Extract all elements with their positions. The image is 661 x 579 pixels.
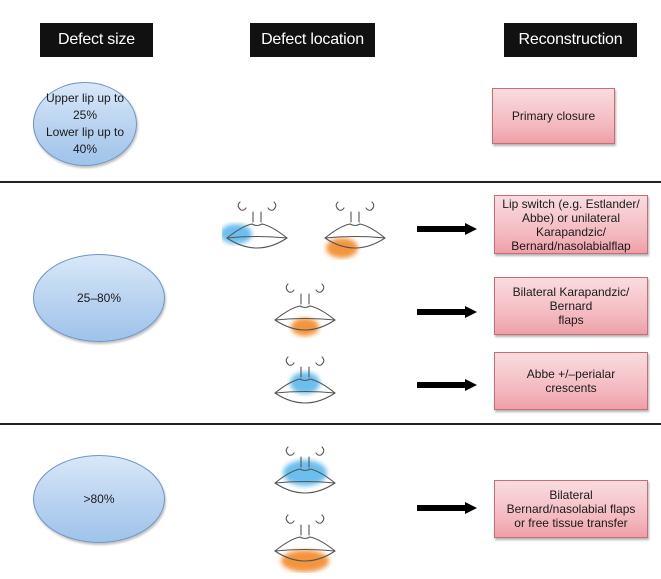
philtrum <box>300 524 310 536</box>
upper-lip <box>324 223 386 239</box>
lower-lip <box>274 482 336 494</box>
lower-lip <box>274 550 336 562</box>
philtrum <box>252 211 262 223</box>
mouth-line <box>226 235 288 239</box>
philtrum <box>300 293 310 305</box>
header-defect-location: Defect location <box>250 23 375 57</box>
reconstruction-box-lip-switch: Lip switch (e.g. Estlander/ Abbe) or uni… <box>494 195 648 254</box>
nostril-right <box>315 514 325 524</box>
size-label: >80% <box>83 491 115 506</box>
size-line-upper: Upper lip up to 25% <box>45 91 125 122</box>
defect-size-ellipse-medium: 25–80% <box>33 254 165 342</box>
defect-highlight <box>290 372 320 394</box>
mouth-line <box>324 235 386 239</box>
nostril-right <box>315 283 325 293</box>
size-label: 25–80% <box>76 290 122 305</box>
defect-size-ellipse-small: Upper lip up to 25%Lower lip up to 40% <box>33 82 137 166</box>
nostril-left <box>335 201 345 211</box>
reconstruction-box-abbe-perialar: Abbe +/–perialar crescents <box>494 352 648 410</box>
lower-lip <box>226 237 288 249</box>
reconstruction-box-bilateral-karapandzic: Bilateral Karapandzic/ Bernard flaps <box>494 277 648 335</box>
defect-highlight <box>283 460 327 486</box>
nostril-left <box>237 201 247 211</box>
lips-upper-central-defect-icon <box>274 356 336 404</box>
lower-lip <box>274 392 336 404</box>
lower-lip <box>324 237 386 249</box>
mouth-line <box>274 317 336 321</box>
upper-lip <box>274 378 336 394</box>
reconstruction-box-bilateral-bernard: Bilateral Bernard/nasolabial flaps or fr… <box>494 480 648 538</box>
nostril-left <box>285 514 295 524</box>
arrow-right-icon <box>417 223 477 235</box>
row-divider-2 <box>0 423 661 425</box>
lips-lower-lateral-defect-icon <box>324 201 386 258</box>
upper-lip <box>274 536 336 552</box>
reconstruction-box-primary-closure: Primary closure <box>492 88 615 144</box>
defect-highlight <box>222 224 252 244</box>
lips-upper-total-defect-icon <box>274 446 336 494</box>
philtrum <box>300 366 310 378</box>
mouth-line <box>274 480 336 484</box>
nostril-left <box>285 446 295 456</box>
nostril-right <box>267 201 277 211</box>
nostril-left <box>285 356 295 366</box>
row-divider-1 <box>0 181 661 183</box>
upper-lip <box>274 305 336 321</box>
nostril-right <box>315 356 325 366</box>
lower-lip <box>274 319 336 331</box>
philtrum <box>300 456 310 468</box>
nostril-right <box>315 446 325 456</box>
header-defect-size: Defect size <box>40 23 153 57</box>
upper-lip <box>274 468 336 484</box>
lips-lower-total-defect-icon <box>274 514 336 572</box>
mouth-line <box>274 390 336 394</box>
arrow-right-icon <box>417 306 477 318</box>
arrow-right-icon <box>417 502 477 514</box>
lips-upper-lateral-defect-icon <box>222 201 288 249</box>
defect-size-ellipse-large: >80% <box>33 455 165 543</box>
lips-lower-central-defect-icon <box>274 283 336 336</box>
nostril-right <box>365 201 375 211</box>
size-line-lower: Lower lip up to 40% <box>45 125 125 156</box>
mouth-line <box>274 548 336 552</box>
defect-highlight <box>291 318 319 336</box>
philtrum <box>350 211 360 223</box>
upper-lip <box>226 223 288 239</box>
header-reconstruction: Reconstruction <box>504 23 637 57</box>
arrow-right-icon <box>417 379 477 391</box>
nostril-left <box>285 283 295 293</box>
